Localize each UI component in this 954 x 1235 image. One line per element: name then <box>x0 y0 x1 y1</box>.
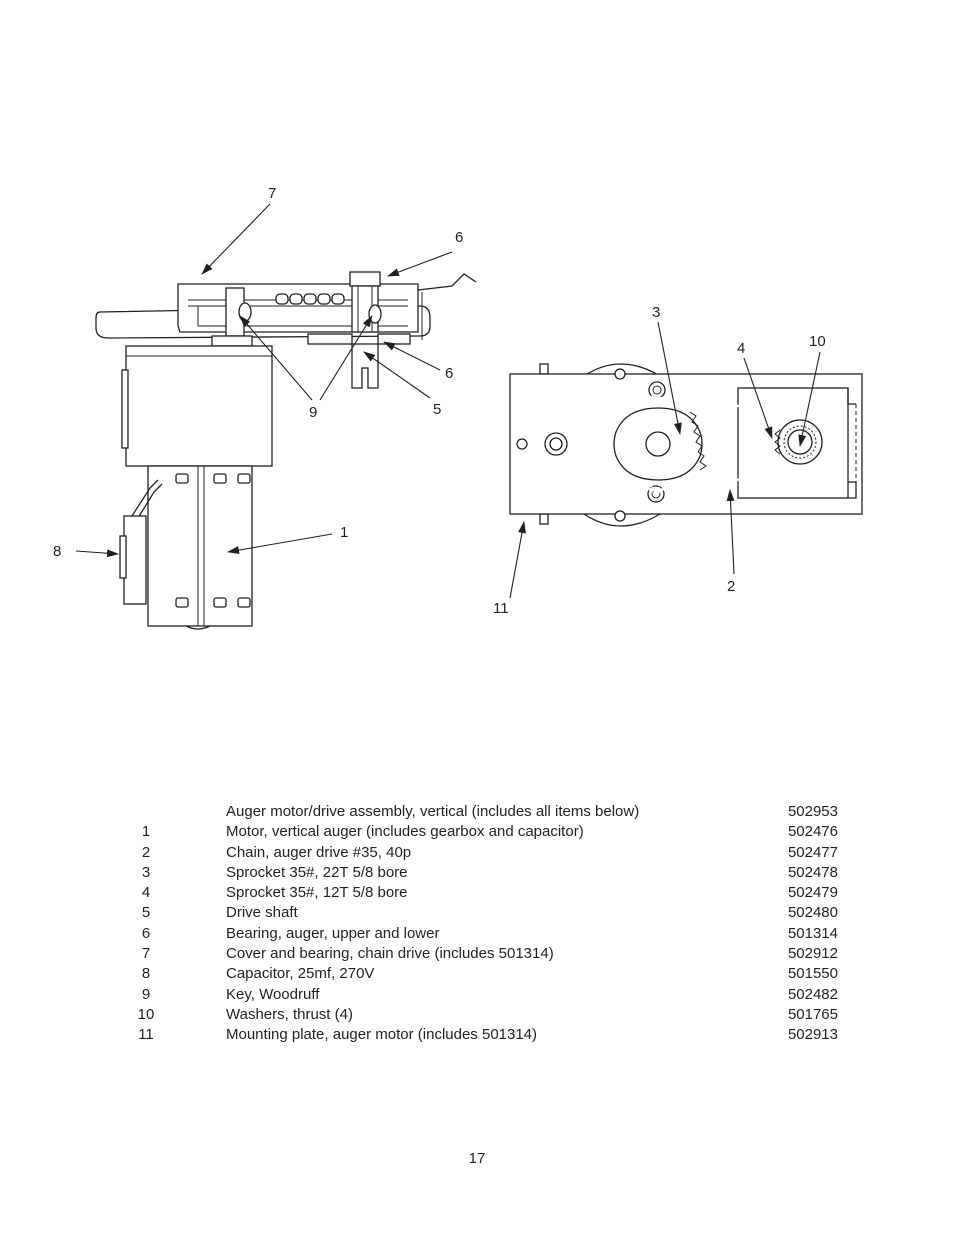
side-view-leaders <box>75 203 453 558</box>
callout-1: 1 <box>340 524 348 541</box>
callout-5: 5 <box>433 401 441 418</box>
part-description: Key, Woodruff <box>226 985 320 1003</box>
parts-list-row: 4 Sprocket 35#, 12T 5/8 bore 502479 <box>100 883 860 903</box>
parts-list: Auger motor/drive assembly, vertical (in… <box>100 802 860 1046</box>
callout-8: 8 <box>53 543 61 560</box>
part-number: 502482 <box>787 985 838 1003</box>
parts-list-row: 7 Cover and bearing, chain drive (include… <box>100 944 860 964</box>
top-view-leaders <box>509 321 821 599</box>
part-item-number: 9 <box>141 985 151 1003</box>
part-item-number: 2 <box>141 843 151 861</box>
parts-list-row: 3 Sprocket 35#, 22T 5/8 bore 502478 <box>100 863 860 883</box>
part-item-number: 7 <box>141 945 151 963</box>
callout-7: 7 <box>268 185 276 202</box>
part-item-number: 6 <box>141 924 151 942</box>
parts-list-row: 1 Motor, vertical auger (includes gearbox… <box>100 822 860 842</box>
auger-motor-diagram: 7 6 6 5 9 1 8 3 4 10 2 11 <box>53 185 863 630</box>
callout-10: 10 <box>809 333 826 350</box>
parts-list-row: 2 Chain, auger drive #35, 40p 502477 <box>100 843 860 863</box>
part-number: 502476 <box>787 823 838 841</box>
parts-list-row: 8 Capacitor, 25mf, 270V 501550 <box>100 964 860 984</box>
part-number: 502479 <box>787 884 838 902</box>
part-description: Capacitor, 25mf, 270V <box>226 965 375 983</box>
part-number: 502953 <box>787 803 838 820</box>
parts-list-row: Auger motor/drive assembly, vertical (in… <box>100 802 860 822</box>
part-number: 501765 <box>787 1005 838 1023</box>
parts-list-row: 6 Bearing, auger, upper and lower 501314 <box>100 924 860 944</box>
part-number: 502478 <box>787 863 838 881</box>
part-number: 501314 <box>787 924 838 942</box>
part-item-number: 10 <box>137 1005 155 1023</box>
parts-list-row: 11 Mounting plate, auger motor (includes … <box>100 1025 860 1045</box>
parts-list-row: 10 Washers, thrust (4) 501765 <box>100 1005 860 1025</box>
part-item-number: 8 <box>141 965 151 983</box>
callout-6-upper: 6 <box>455 229 463 246</box>
part-number: 502477 <box>787 843 838 861</box>
part-description: Auger motor/drive assembly, vertical (in… <box>226 803 640 820</box>
callout-2: 2 <box>727 578 735 595</box>
part-item-number: 1 <box>141 823 151 841</box>
callout-3: 3 <box>652 304 660 321</box>
part-description: Bearing, auger, upper and lower <box>226 924 440 942</box>
callout-6-lower: 6 <box>445 365 453 382</box>
part-description: Cover and bearing, chain drive (includes… <box>226 945 554 963</box>
part-item-number: 4 <box>141 884 151 902</box>
part-item-number: 3 <box>141 863 151 881</box>
part-item-number: 5 <box>141 904 151 922</box>
parts-list-row: 9 Key, Woodruff 502482 <box>100 985 860 1005</box>
parts-list-row: 5 Drive shaft 502480 <box>100 903 860 923</box>
part-description: Sprocket 35#, 22T 5/8 bore <box>226 863 408 881</box>
part-number: 501550 <box>787 965 838 983</box>
part-description: Mounting plate, auger motor (includes 50… <box>226 1026 538 1044</box>
part-description: Sprocket 35#, 12T 5/8 bore <box>226 884 408 902</box>
side-view-drawing <box>95 271 477 630</box>
callout-labels: 7 6 6 5 9 1 8 3 4 10 2 11 <box>53 185 826 617</box>
part-description: Drive shaft <box>226 904 298 922</box>
part-description: Chain, auger drive #35, 40p <box>226 843 412 861</box>
part-item-number: 11 <box>138 1026 154 1044</box>
part-description: Motor, vertical auger (includes gearbox … <box>226 823 584 841</box>
part-number: 502480 <box>787 904 838 922</box>
top-view-drawing <box>509 363 863 527</box>
callout-4: 4 <box>737 340 745 357</box>
part-number: 502913 <box>787 1026 838 1044</box>
callout-11: 11 <box>493 600 509 617</box>
part-number: 502912 <box>787 945 838 963</box>
page-number: 17 <box>468 1150 486 1167</box>
callout-9: 9 <box>309 404 317 421</box>
part-description: Washers, thrust (4) <box>226 1005 353 1023</box>
